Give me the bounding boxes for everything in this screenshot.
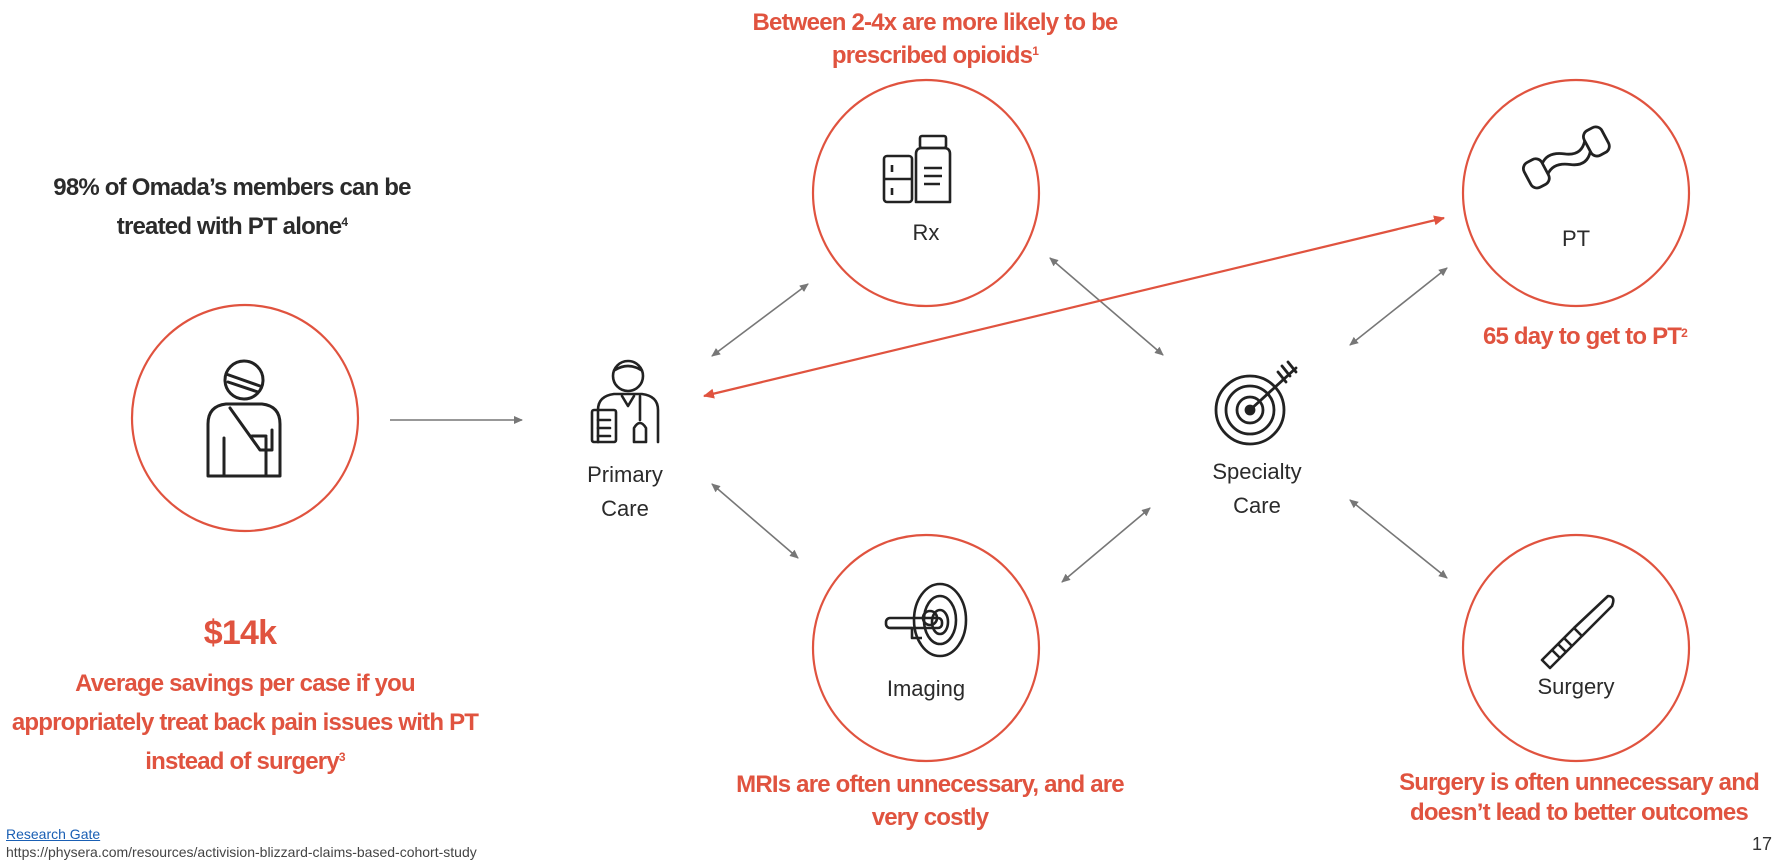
scalpel-icon (1540, 594, 1615, 670)
injured-patient-icon (206, 359, 282, 478)
pt-note: 65 day to get to PT2 (1430, 320, 1740, 354)
arrow-primary-imaging (711, 483, 799, 559)
arrow-rx-specialty (1049, 257, 1164, 356)
specialty-care-label-line2: Care (1233, 493, 1281, 518)
pill-bottle-icon (882, 134, 952, 204)
surgery-label: Surgery (1537, 674, 1615, 699)
patient-note-text: 98% of Omada’s members can be treated wi… (53, 174, 411, 240)
rx-note-ref: 1 (1032, 44, 1039, 58)
arrow-primary-rx (711, 283, 809, 357)
pt-label: PT (1561, 226, 1591, 251)
research-gate-link[interactable]: Research Gate (6, 826, 101, 842)
arrow-specialty-imaging (1061, 507, 1151, 583)
surgery-circle (1461, 533, 1691, 763)
savings-note: Average savings per case if you appropri… (5, 664, 485, 781)
savings-amount: $14k (203, 614, 277, 652)
specialty-care-label: Specialty Care (1192, 455, 1322, 523)
arrow-specialty-surgery (1349, 499, 1448, 579)
resistance-band-icon (1522, 125, 1611, 190)
patient-circle (130, 303, 360, 533)
arrow-primary-pt (703, 215, 1445, 399)
imaging-circle (811, 533, 1041, 763)
pt-circle (1461, 78, 1691, 308)
rx-label: Rx (912, 220, 940, 245)
pt-note-ref: 2 (1681, 326, 1688, 340)
imaging-label: Imaging (886, 676, 966, 701)
rx-note-text: Between 2-4x are more likely to be presc… (752, 9, 1119, 69)
savings-note-text: Average savings per case if you appropri… (11, 670, 479, 775)
doctor-icon (590, 359, 660, 444)
primary-care-label-line2: Care (601, 496, 649, 521)
rx-note: Between 2-4x are more likely to be presc… (710, 6, 1160, 72)
primary-care-label-line1: Primary (587, 462, 663, 487)
patient-note-ref: 4 (341, 215, 348, 229)
surgery-note: Surgery is often unnecessary and doesn’t… (1399, 769, 1760, 826)
rx-circle (811, 78, 1041, 308)
primary-care-label: Primary Care (560, 458, 690, 526)
imaging-note: MRIs are often unnecessary, and are very… (736, 771, 1125, 831)
specialty-care-label-line1: Specialty (1212, 459, 1302, 484)
patient-note: 98% of Omada’s members can be treated wi… (52, 168, 412, 246)
source-url: https://physera.com/resources/activision… (6, 844, 477, 860)
page-number: 17 (1752, 834, 1773, 854)
pt-note-text: 65 day to get to PT (1482, 323, 1682, 350)
target-icon (1214, 360, 1298, 446)
savings-note-ref: 3 (338, 750, 346, 764)
mri-scanner-icon (884, 582, 968, 658)
